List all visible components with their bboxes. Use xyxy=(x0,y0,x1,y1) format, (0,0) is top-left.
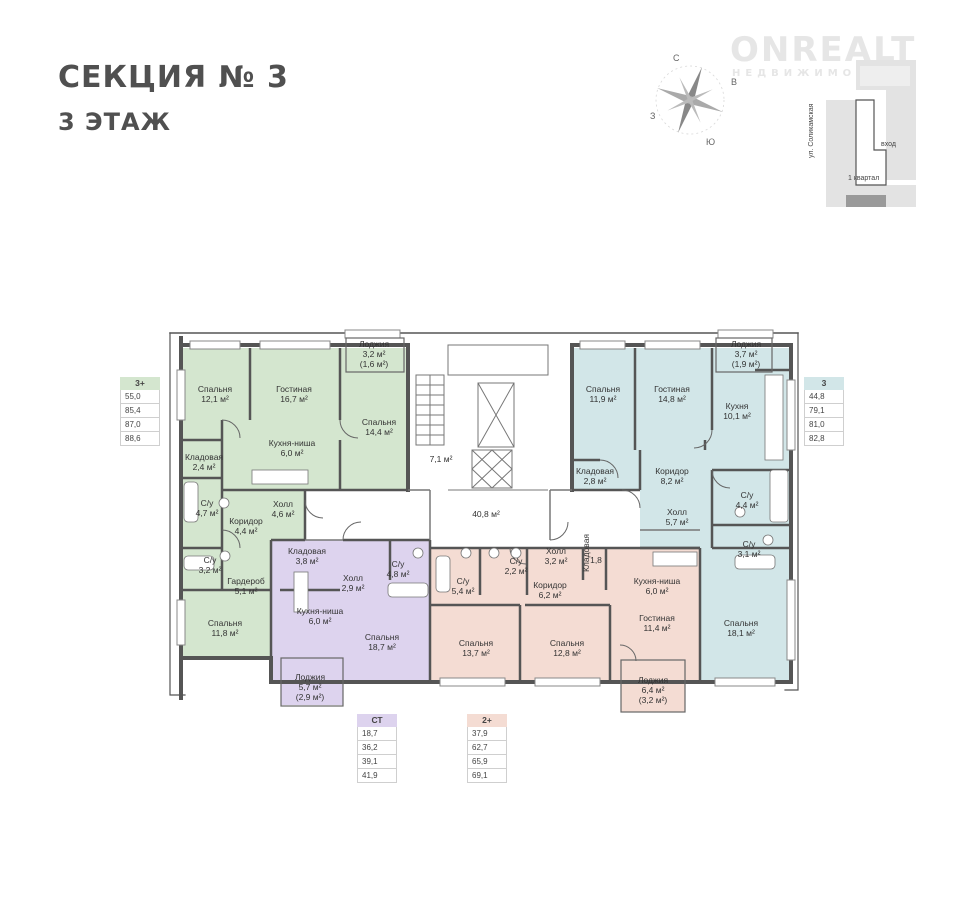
compass-west-label: З xyxy=(650,111,656,121)
apartment-3plus xyxy=(181,348,408,658)
compass-east-label: В xyxy=(731,77,738,87)
apartment-legend-3: 3 44,8 79,1 81,0 82,8 xyxy=(804,377,844,446)
compass-north-label: С xyxy=(673,53,680,63)
block-label: 1 квартал xyxy=(848,175,880,182)
entrance-label: вход xyxy=(881,141,896,148)
apartment-legend-studio: СТ 18,7 36,2 39,1 41,9 xyxy=(357,714,397,783)
floor-subtitle: 3 ЭТАЖ xyxy=(58,108,171,136)
compass-rose-icon xyxy=(655,65,725,135)
room-label: 40,8 м² xyxy=(472,509,500,519)
room-label: Кладовая xyxy=(581,533,591,573)
apartment-2plus xyxy=(430,548,700,712)
room-label: 1,8 xyxy=(590,555,602,565)
apartment-3 xyxy=(572,348,790,682)
apartment-legend-2plus: 2+ 37,9 62,7 65,9 69,1 xyxy=(467,714,507,783)
apartment-legend-3plus: 3+ 55,0 85,4 87,0 88,6 xyxy=(120,377,160,446)
site-map xyxy=(826,60,916,207)
page-title: СЕКЦИЯ № 3 xyxy=(58,60,289,95)
compass-south-label: Ю xyxy=(706,137,716,147)
room-label: 7,1 м² xyxy=(429,454,453,464)
